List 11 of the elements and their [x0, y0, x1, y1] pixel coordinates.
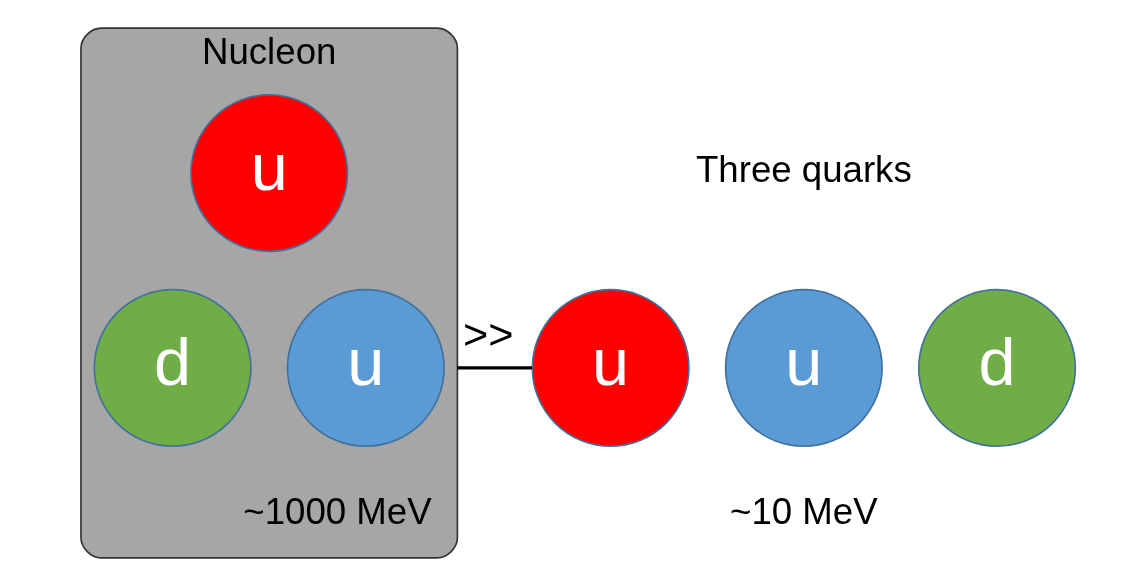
label: Three quarks [695, 149, 912, 191]
node-circle: u [190, 93, 349, 253]
node-circle: d [93, 288, 252, 448]
node-circle: u [286, 288, 445, 448]
edge-label: >> [462, 310, 514, 359]
node-label: ~1000 MeV [243, 490, 432, 532]
node-circle: u [724, 288, 883, 448]
node-circle: u [531, 288, 690, 448]
node-circle: d [917, 288, 1077, 448]
label: ~10 MeV [730, 490, 878, 532]
connector [457, 366, 532, 370]
